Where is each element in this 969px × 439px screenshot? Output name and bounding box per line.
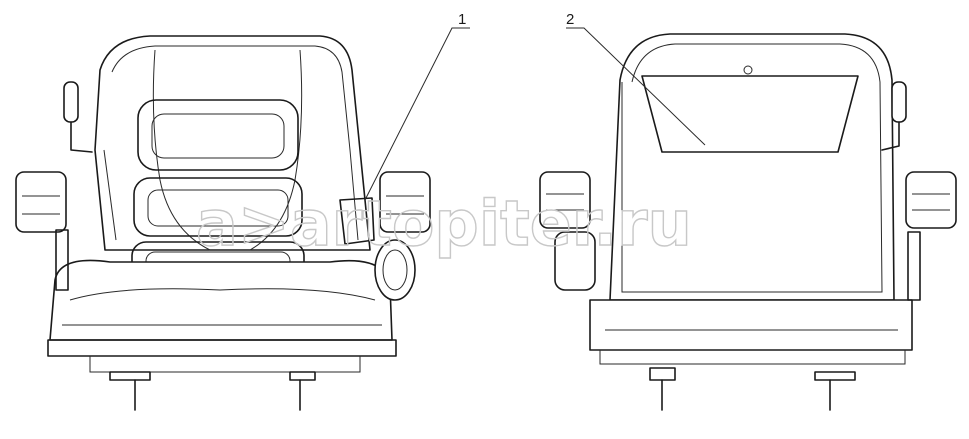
front-right-armrest: [379, 171, 431, 233]
front-backrest-inner-edge: [111, 45, 359, 241]
front-adjust-knob: [374, 239, 416, 301]
callout-1-number: 1: [458, 11, 466, 28]
seat-front-view: [15, 35, 431, 411]
rear-handle-grip: [891, 81, 907, 123]
rear-backrest-shell: [609, 33, 895, 301]
front-left-armrest: [15, 171, 67, 233]
front-base-plate: [47, 339, 397, 357]
rear-seat-base: [589, 299, 913, 351]
callout-1: 1: [364, 11, 470, 201]
rear-label-plate: [641, 75, 859, 153]
rear-feet: [649, 367, 856, 411]
front-feet: [109, 371, 316, 411]
front-backrest-shell: [94, 35, 371, 251]
rear-right-armrest: [905, 171, 957, 229]
seat-rear-view: [539, 33, 957, 411]
front-belt-buckle: [339, 197, 375, 245]
lumbar-panel-middle: [133, 177, 303, 237]
callout-2: 2: [566, 11, 706, 146]
rear-left-armrest: [539, 171, 591, 229]
watermark: a>artopiter.ru: [196, 187, 692, 260]
callout-2-number: 2: [566, 11, 574, 28]
front-seat-cushion: [49, 259, 393, 341]
front-handle-grip: [63, 81, 79, 123]
lumbar-panel-top: [137, 99, 299, 171]
